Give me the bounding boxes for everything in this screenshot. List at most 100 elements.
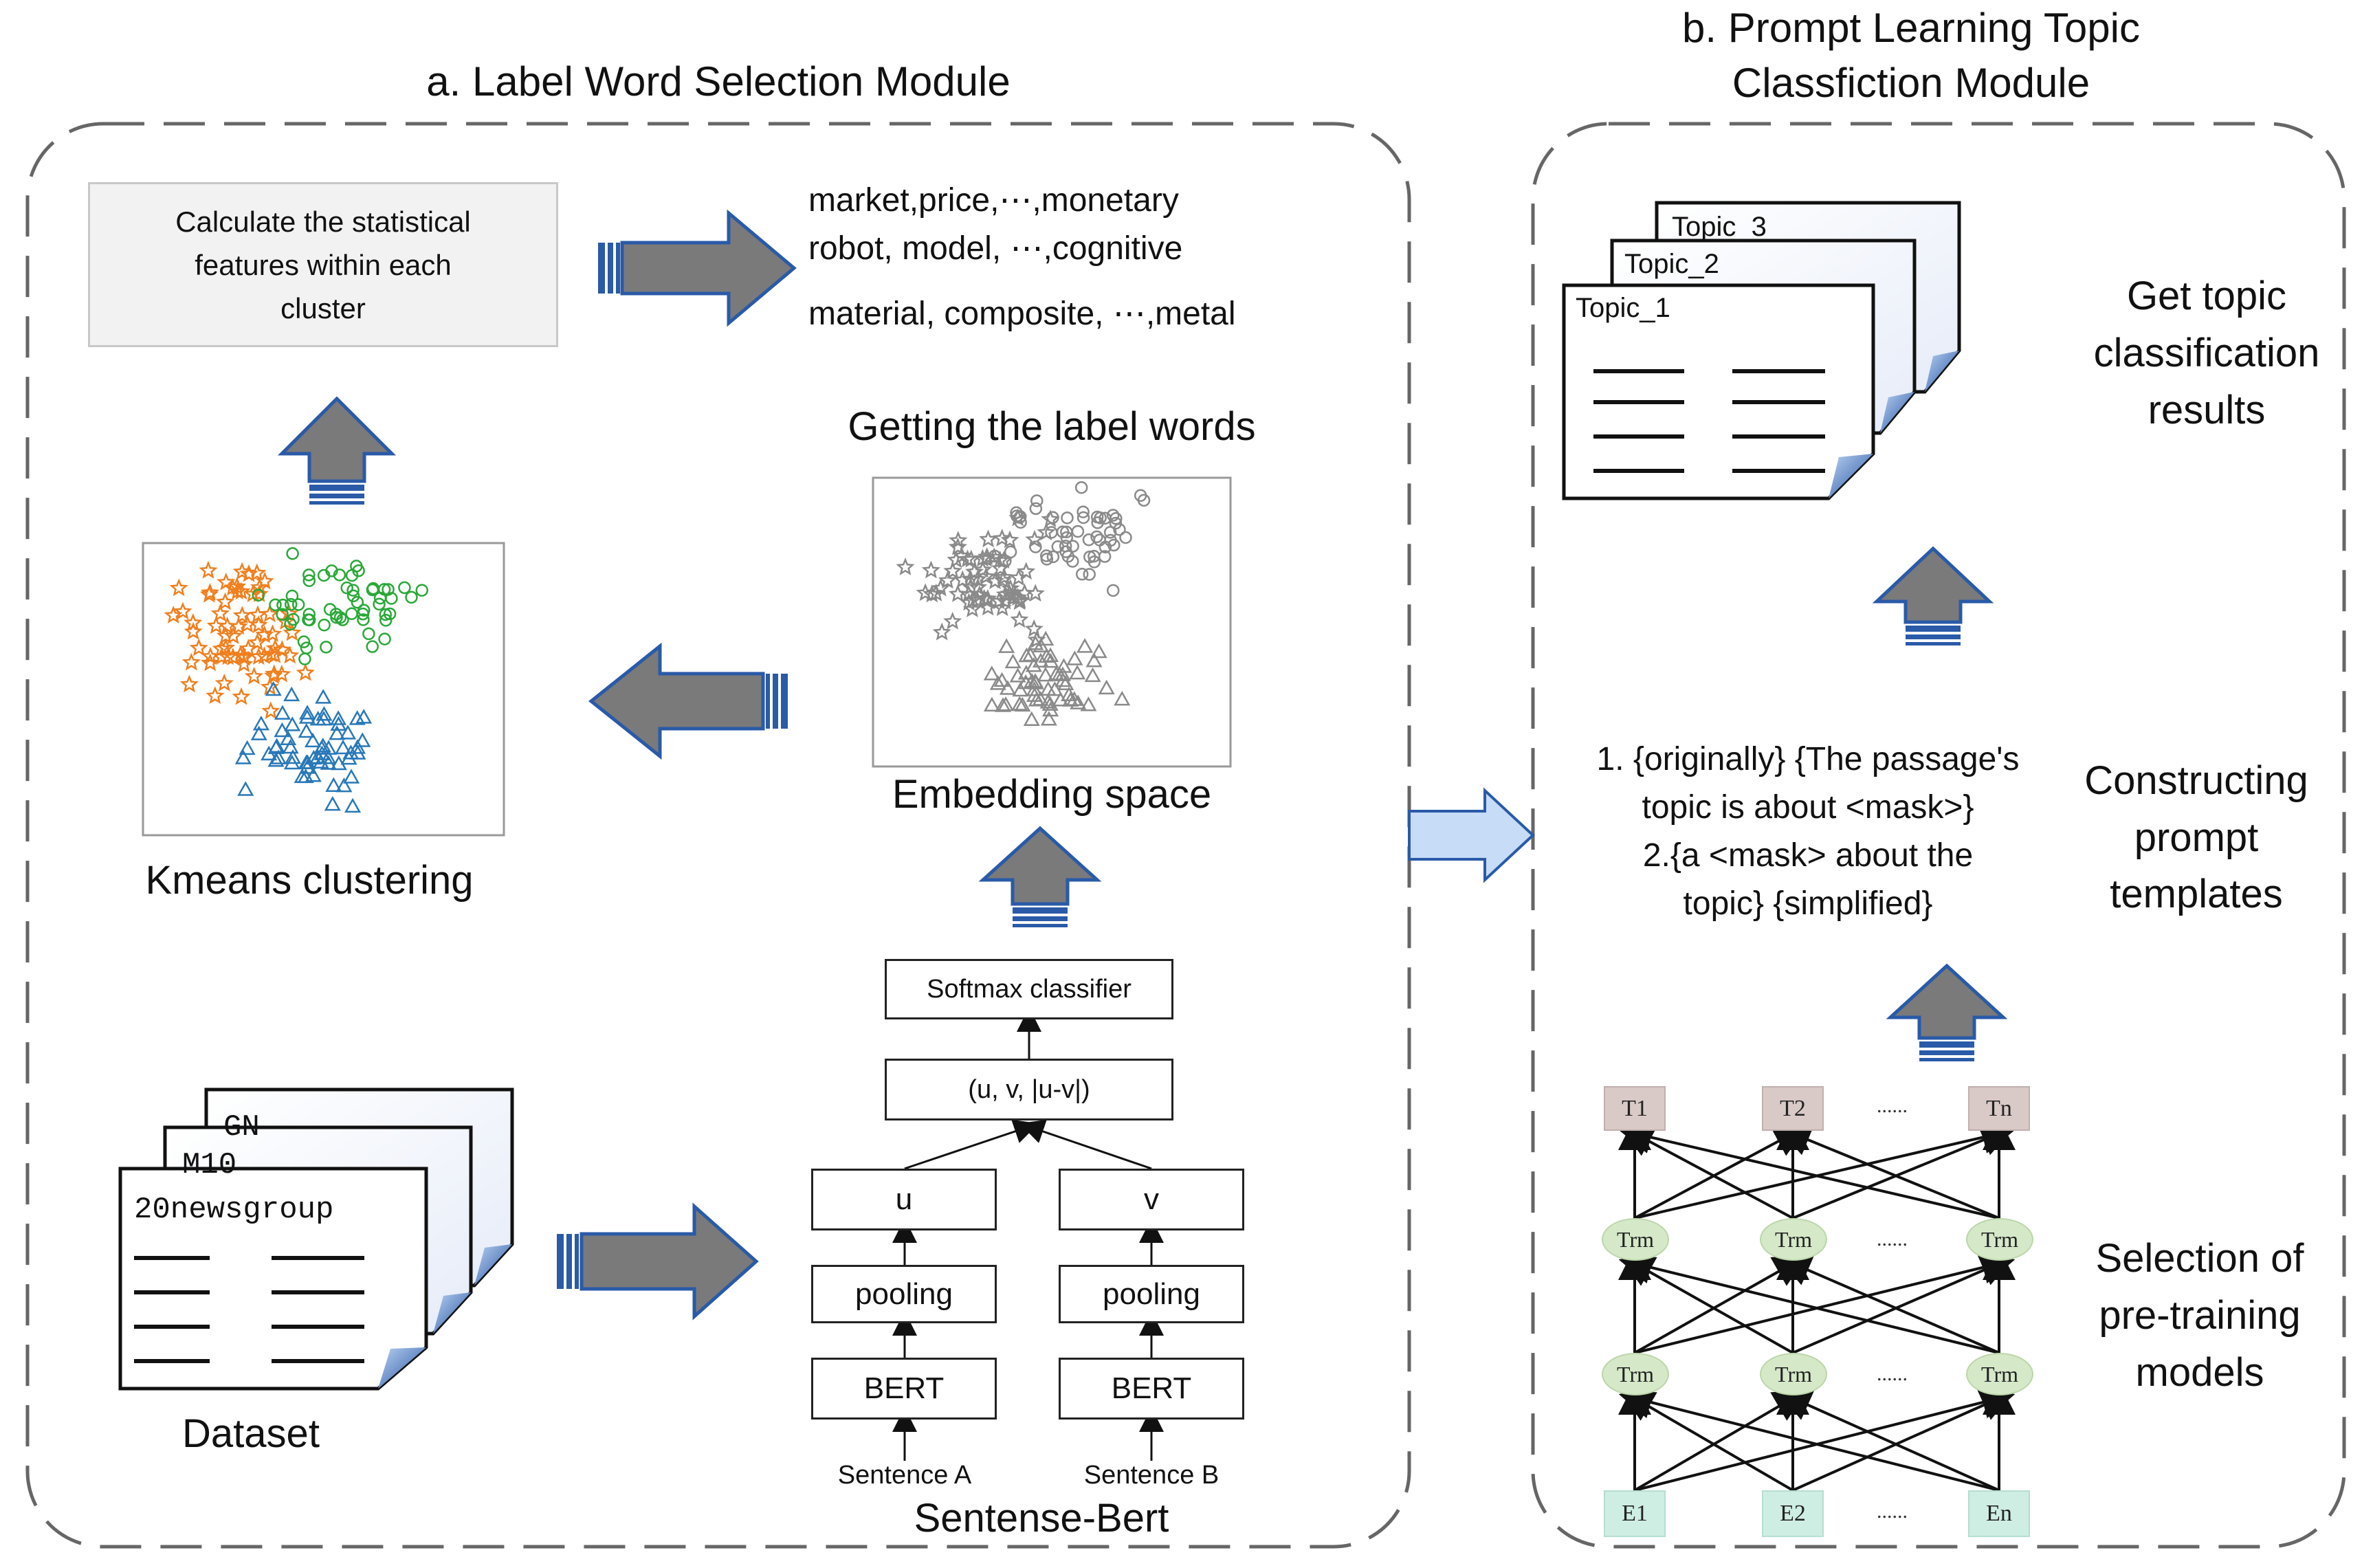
template-line3: 2.{a <mask> about the xyxy=(1642,837,1974,874)
v-box: v xyxy=(1059,1169,1244,1230)
network-edge xyxy=(1620,1125,1793,1219)
kmeans-circle-point xyxy=(351,595,364,609)
kmeans-circle-point xyxy=(302,568,316,582)
statistical-features-box: Calculate the statistical features withi… xyxy=(88,182,558,347)
kmeans-circle-point xyxy=(286,547,299,560)
selection-line2: pre-training xyxy=(2099,1293,2301,1338)
arrow-stats-to-words xyxy=(598,209,797,327)
kmeans-star-point xyxy=(206,686,225,705)
kmeans-star-point xyxy=(239,639,258,657)
kmeans-circle-point xyxy=(352,564,365,577)
dataset-doc-gn: GN xyxy=(223,1110,260,1138)
embedding-circle-point xyxy=(1040,553,1054,566)
kmeans-circle-point xyxy=(318,619,331,632)
embedding-star-point xyxy=(932,622,951,641)
arrow-kmeans-to-stats xyxy=(277,396,397,505)
kmeans-circle-point xyxy=(302,613,315,626)
node-trm-lower-2: Trm xyxy=(1760,1353,1827,1395)
embedding-star-point xyxy=(949,531,968,549)
embedding-circle-point xyxy=(1077,505,1090,518)
kmeans-star-point xyxy=(229,617,248,635)
kmeans-triangle-point xyxy=(349,744,366,760)
kmeans-circle-point xyxy=(366,582,380,595)
embedding-star-point xyxy=(1011,590,1030,609)
network-edge xyxy=(1778,1389,2000,1492)
embedding-circle-point xyxy=(999,554,1012,568)
embedding-star-point xyxy=(948,537,967,555)
dataset-doc-stack xyxy=(118,1087,514,1391)
embedding-circle-point xyxy=(1060,531,1074,544)
embedding-triangle-point xyxy=(1084,667,1101,683)
kmeans-circle-point xyxy=(320,641,333,654)
embedding-circle-point xyxy=(1090,530,1103,544)
kmeans-star-point xyxy=(173,601,192,620)
kmeans-circle-point xyxy=(276,608,289,621)
kmeans-star-point xyxy=(249,615,268,634)
embedding-triangle-point xyxy=(1037,630,1055,646)
embedding-star-point xyxy=(995,585,1015,603)
embedding-triangle-point xyxy=(994,697,1012,712)
embedding-plot-frame xyxy=(872,476,1232,768)
embedding-star-point xyxy=(921,560,940,579)
node-trm-upper-n: Trm xyxy=(1966,1218,2033,1261)
getting-label-words-caption: Getting the label words xyxy=(848,404,1256,449)
sentence-b-label: Sentence B xyxy=(1083,1461,1219,1490)
kmeans-star-point xyxy=(261,701,280,720)
ellipsis-lower-trm: ...... xyxy=(1877,1362,1908,1385)
kmeans-star-point xyxy=(272,640,291,659)
kmeans-triangle-point xyxy=(315,689,332,704)
embedding-circle-point xyxy=(1046,511,1059,524)
constructing-line2: prompt xyxy=(2134,815,2259,860)
get-results-line2: classification xyxy=(2093,331,2320,375)
topic-1-label: Topic_1 xyxy=(1576,293,1670,323)
embedding-star-point xyxy=(985,571,1005,590)
label-words-line-2: robot, model, ⋯,cognitive xyxy=(808,230,1183,267)
kmeans-star-point xyxy=(255,625,274,643)
embedding-star-point xyxy=(947,550,966,568)
kmeans-star-point xyxy=(250,577,269,596)
kmeans-circle-point xyxy=(276,598,289,612)
kmeans-triangle-point xyxy=(320,740,338,755)
kmeans-star-point xyxy=(184,613,203,631)
embedding-star-point xyxy=(964,562,984,580)
kmeans-star-point xyxy=(164,606,183,623)
embedding-circle-point xyxy=(1098,550,1112,563)
constructing-line3: templates xyxy=(2110,872,2283,916)
embedding-triangle-point xyxy=(1023,711,1040,727)
kmeans-triangle-point xyxy=(340,749,357,765)
kmeans-triangle-point xyxy=(298,754,315,769)
kmeans-circle-point xyxy=(287,612,300,626)
kmeans-circle-point xyxy=(357,613,370,626)
embedding-triangle-point xyxy=(1017,665,1035,680)
kmeans-circle-point xyxy=(366,640,379,653)
kmeans-triangle-point xyxy=(354,732,371,747)
kmeans-triangle-point xyxy=(282,738,299,754)
embedding-circle-point xyxy=(1110,512,1123,525)
embedding-triangle-point xyxy=(983,665,1000,681)
embedding-triangle-point xyxy=(998,638,1015,653)
embedding-circle-point xyxy=(1134,489,1147,503)
template-line2: topic is about <mask>} xyxy=(1642,789,1974,826)
bert-a-box: BERT xyxy=(811,1358,997,1420)
kmeans-star-point xyxy=(272,664,291,683)
embedding-triangle-point xyxy=(1042,652,1059,668)
kmeans-star-point xyxy=(234,654,254,673)
node-e2: E2 xyxy=(1762,1490,1824,1537)
kmeans-triangle-point xyxy=(284,716,301,731)
embedding-triangle-point xyxy=(1114,691,1131,706)
kmeans-circle-point xyxy=(357,604,371,617)
kmeans-circle-point xyxy=(383,607,397,621)
kmeans-circle-point xyxy=(405,590,418,604)
kmeans-circle-point xyxy=(415,584,428,597)
embedding-triangle-point xyxy=(1062,692,1079,707)
selection-line3: models xyxy=(2135,1350,2264,1395)
template-line1: 1. {originally} {The passage's xyxy=(1596,741,2020,777)
embedding-circle-point xyxy=(1051,540,1065,553)
embedding-star-point xyxy=(943,561,962,579)
kmeans-circle-point xyxy=(325,564,338,577)
kmeans-triangle-point xyxy=(313,745,331,760)
label-words-line-3: material, composite, ⋯,metal xyxy=(808,296,1236,332)
kmeans-circle-point xyxy=(302,608,316,621)
ellipsis-bottom: ...... xyxy=(1877,1500,1908,1523)
